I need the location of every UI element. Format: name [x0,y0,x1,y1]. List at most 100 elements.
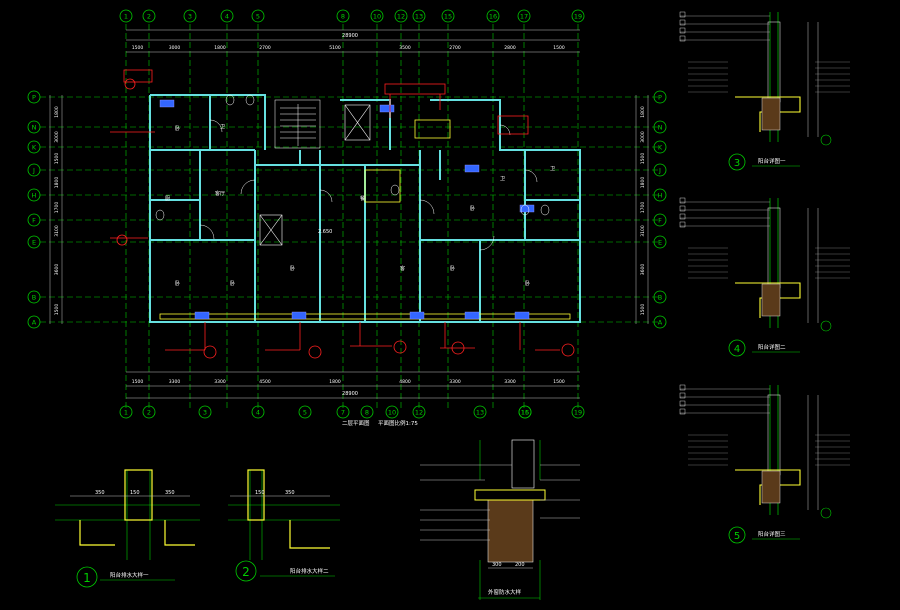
detail-bubble [728,153,746,171]
detail-caption: 阳台详图二 [758,343,786,351]
top-axis-bubble: 17 [517,9,531,23]
room-label: 卧 [230,280,235,287]
top-axis-bubble: 3 [183,9,197,23]
svg-text:E: E [32,239,36,247]
plan-caption: 二层平面图 [342,419,370,427]
left-axis-bubble: E [27,235,41,249]
left-dimension: 3100 [54,225,60,237]
left-axis-bubble: A [27,315,41,329]
left-axis-bubble: K [27,140,41,154]
right-axis-bubble: P [653,90,667,104]
bottom-dimension: 4800 [399,379,411,385]
drainage-annotations [110,69,575,359]
svg-text:13: 13 [476,409,484,417]
bottom-dimension: 3300 [449,379,461,385]
svg-text:E: E [658,239,662,247]
total-dimension-top: 28900 [342,33,358,39]
bottom-axis-bubble: 2 [142,405,156,419]
right-axis-bubble: E [653,235,667,249]
svg-text:10: 10 [388,409,396,417]
bottom-axis-bubble: 7 [336,405,350,419]
fixtures [155,94,550,320]
room-label: 客厅 [215,190,225,197]
planter-fixture [409,311,425,320]
toilet-fixture [390,184,400,196]
bottom-dimension: 3300 [169,379,181,385]
svg-text:3: 3 [188,13,192,21]
kitchen-counters [159,119,571,320]
bottom-axis-bubble: 1 [119,405,133,419]
svg-text:1: 1 [124,13,128,21]
detail-bubble [728,339,746,357]
right-axis-bubble: J [653,163,667,177]
right-dimension: 3000 [640,131,646,143]
svg-text:N: N [658,124,663,132]
drainage-detail-1: 350 150 350 1 阳台排水大样一 [55,469,200,588]
dimension-lines [49,29,649,399]
top-axis-bubble: 2 [142,9,156,23]
right-dimension: 1700 [640,202,646,214]
top-dimension: 3500 [399,45,411,51]
bottom-axis-bubble: 16 [518,405,532,419]
planter-fixture [464,311,480,320]
section-dim-a: 300 [492,562,502,568]
svg-text:K: K [32,144,37,152]
room-label: 卧 [525,280,530,287]
left-axis-bubble: J [27,163,41,177]
detail-1-dim-c: 350 [165,490,175,496]
left-axis-bubble: F [27,213,41,227]
detail-1-bubble [76,566,98,588]
right-axis-bubble: F [653,213,667,227]
svg-text:F: F [658,217,662,225]
svg-text:K: K [658,144,663,152]
left-axis-bubble: B [27,290,41,304]
svg-text:5: 5 [303,409,307,417]
top-axis-bubble: 13 [412,9,426,23]
top-dimension: 1500 [132,45,144,51]
drainage-detail-2: 150 350 2 阳台排水大样二 [228,469,340,582]
svg-text:8: 8 [341,13,345,21]
top-dimension: 1800 [214,45,226,51]
right-axis-bubble: N [653,120,667,134]
svg-text:J: J [658,167,661,175]
bottom-axis-bubble: 10 [385,405,399,419]
planter-fixture [291,311,307,320]
elevation-tag: 2.650 [318,229,332,235]
right-dimension: 3600 [640,264,646,276]
left-dimension: 1800 [54,106,60,118]
axis-grid [40,24,660,410]
detail-1-dim-b: 150 [130,490,140,496]
svg-text:16: 16 [521,409,529,417]
left-dimension: 1500 [54,304,60,316]
planter-fixture [159,99,175,108]
balcony-detail-5: 5 阳台详图三 [679,384,850,544]
window-section-detail: 300 200 外窗防水大样 [420,439,580,600]
detail-1-caption: 阳台排水大样一 [110,571,149,579]
svg-text:5: 5 [256,13,260,21]
svg-text:4: 4 [256,409,260,417]
svg-text:1: 1 [124,409,128,417]
svg-text:4: 4 [225,13,229,21]
svg-text:B: B [658,294,662,302]
top-axis-bubble: 16 [486,9,500,23]
svg-text:12: 12 [415,409,423,417]
room-label: 卫 [220,124,225,130]
detail-1-number: 1 [83,571,91,585]
bottom-dimension: 3300 [504,379,516,385]
svg-text:3: 3 [203,409,207,417]
svg-text:17: 17 [520,13,528,21]
svg-text:19: 19 [574,409,582,417]
detail-caption: 阳台详图三 [758,530,786,538]
planter-fixture [464,164,480,173]
right-axis-bubble: A [653,315,667,329]
room-label: 客 [400,265,405,272]
detail-number: 5 [734,531,740,542]
svg-text:H: H [658,192,663,200]
top-axis-bubble: 4 [220,9,234,23]
